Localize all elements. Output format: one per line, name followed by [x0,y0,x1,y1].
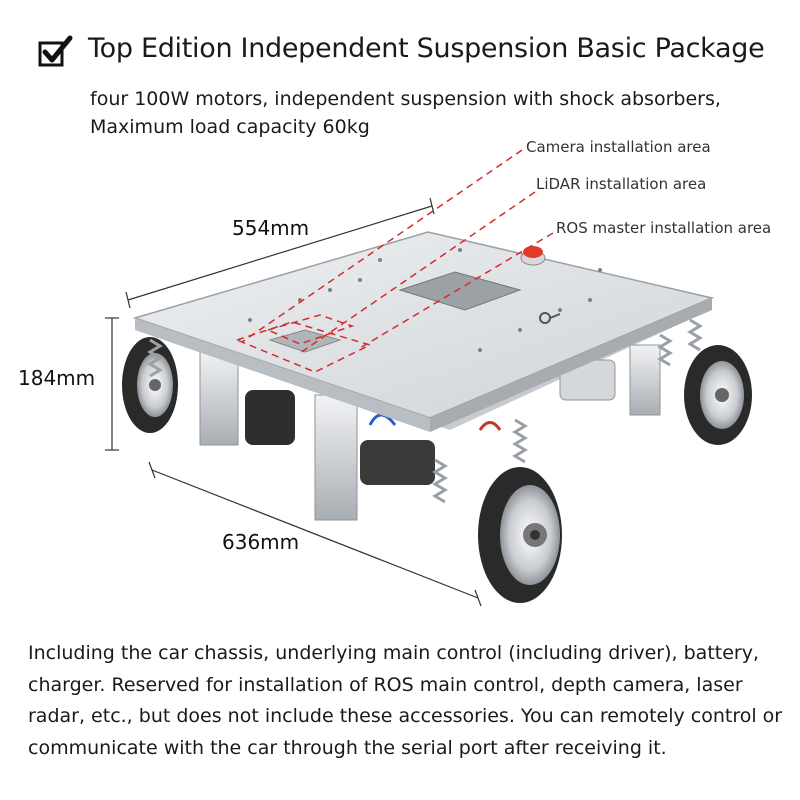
subtitle-line-1: four 100W motors, independent suspension… [90,88,721,110]
mecanum-wheel-rear-right [684,345,752,445]
height-dimension-label: 184mm [18,366,96,390]
subtitle-line-2: Maximum load capacity 60kg [90,116,370,138]
mecanum-wheel-rear-left [122,337,178,433]
ros-master-area-label: ROS master installation area [556,219,772,237]
callout-lines [234,149,554,373]
package-subtitle: four 100W motors, independent suspension… [90,85,721,141]
mecanum-wheel-front-left [478,467,562,603]
width-dimension-label: 554mm [232,216,310,240]
lidar-area-label: LiDAR installation area [536,175,707,193]
top-mounting-plate [132,231,715,432]
checkmark-icon [38,35,73,67]
dimension-lines [105,197,482,607]
length-dimension-label: 636mm [222,530,300,554]
camera-area-label: Camera installation area [526,138,711,156]
package-description: Including the car chassis, underlying ma… [28,642,783,759]
package-title: Top Edition Independent Suspension Basic… [88,33,765,64]
